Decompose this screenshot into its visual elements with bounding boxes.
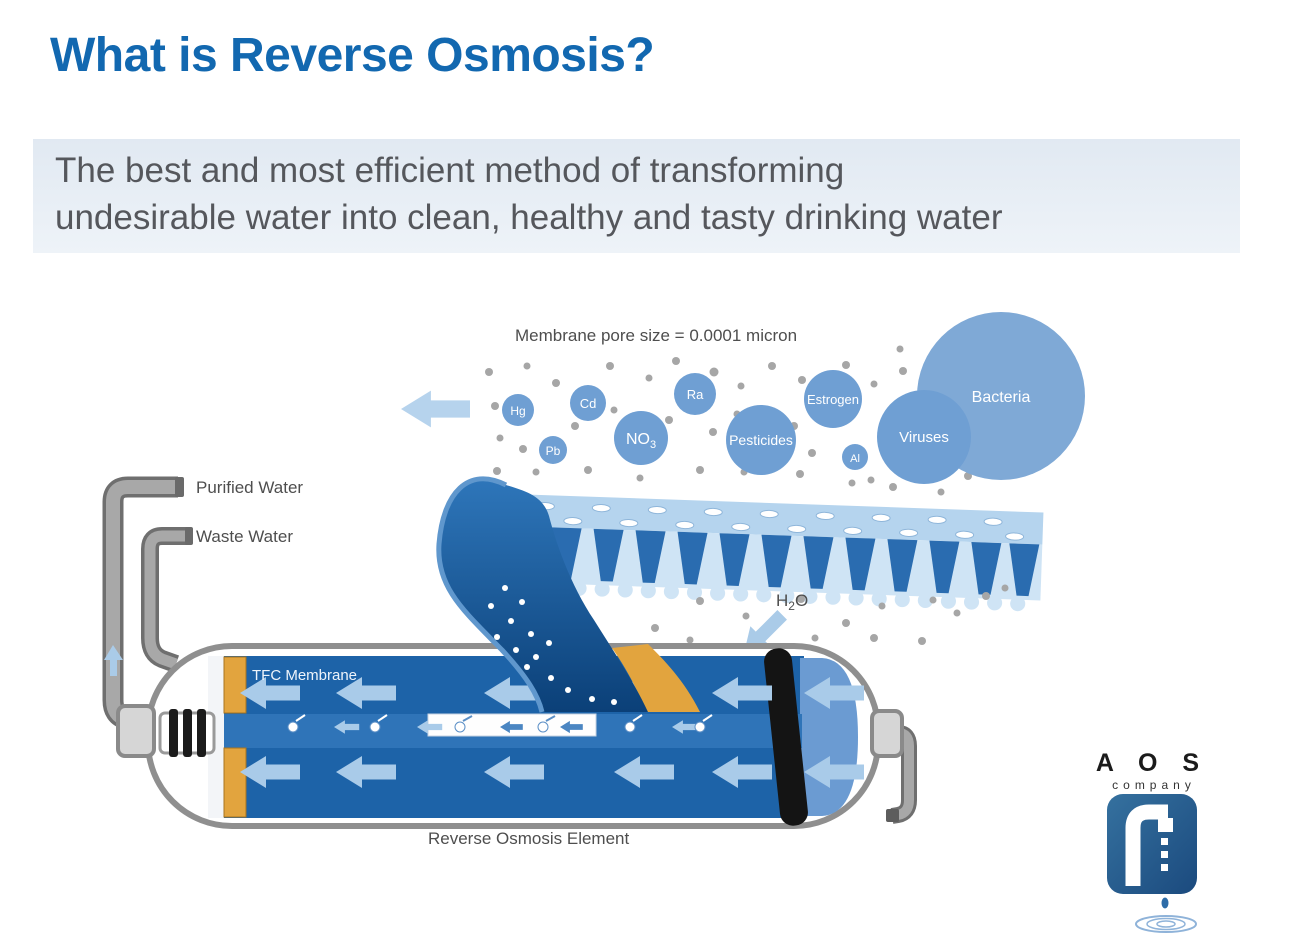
contaminant-cd: Cd	[570, 385, 606, 421]
svg-text:Cd: Cd	[580, 396, 597, 411]
subtitle-banner: The best and most efficient method of tr…	[33, 139, 1240, 253]
particle-dots-below	[651, 584, 1009, 645]
water-drop-icon	[1161, 897, 1169, 909]
contaminant-hg: Hg	[502, 394, 534, 426]
svg-text:Hg: Hg	[510, 404, 525, 418]
wave-highlight	[436, 476, 545, 713]
subtitle-line-2: undesirable water into clean, healthy an…	[55, 197, 1003, 237]
svg-text:Pb: Pb	[546, 444, 561, 458]
svg-text:Ra: Ra	[687, 387, 704, 402]
svg-text:Al: Al	[850, 453, 860, 465]
membrane-roll-edge	[612, 644, 700, 712]
pipe-up-arrow-icon	[104, 645, 123, 676]
tfc-membrane-label: TFC Membrane	[252, 667, 357, 684]
contaminant-estrogen: Estrogen	[804, 370, 862, 428]
glue-line-bottom	[223, 747, 247, 818]
glue-line-top	[223, 656, 247, 714]
svg-text:Estrogen: Estrogen	[807, 392, 859, 407]
shell-left-port	[116, 704, 156, 758]
contaminant-pesticides: Pesticides	[726, 405, 796, 475]
contaminant-bubbles: Bacteria Viruses Hg Cd Ra Estrogen	[502, 312, 1085, 484]
svg-text:Bacteria: Bacteria	[972, 389, 1031, 406]
purified-water-label: Purified Water	[196, 478, 303, 497]
waste-water-pipe	[144, 530, 188, 670]
flow-left-arrow-icon	[401, 390, 470, 428]
h2o-label: H2O	[776, 591, 808, 613]
logo-name: A O S	[1096, 749, 1208, 777]
wave-bubbles	[488, 585, 617, 705]
contaminant-viruses: Viruses	[877, 390, 971, 484]
end-fitting	[158, 709, 216, 757]
ripples-icon	[1135, 915, 1197, 933]
svg-text:Viruses: Viruses	[899, 429, 949, 446]
water-molecules	[287, 714, 713, 733]
svg-text:NO3: NO3	[626, 431, 656, 451]
membrane-pore-caption: Membrane pore size = 0.0001 micron	[515, 326, 797, 345]
aos-logo: A O S company	[1096, 749, 1208, 933]
faucet-icon	[1125, 804, 1173, 886]
page-title: What is Reverse Osmosis?	[50, 29, 655, 82]
contaminant-ra: Ra	[674, 373, 716, 415]
waste-water-label: Waste Water	[196, 527, 293, 546]
contaminant-no3: NO3	[614, 411, 668, 465]
subtitle-line-1: The best and most efficient method of tr…	[55, 151, 845, 190]
brine-seal	[764, 648, 808, 826]
shell-right-port	[870, 709, 904, 758]
svg-text:Pesticides: Pesticides	[729, 432, 793, 448]
reverse-osmosis-diagram: Membrane pore size = 0.0001 micron Bacte…	[102, 312, 1208, 933]
contaminant-pb: Pb	[539, 436, 567, 464]
logo-subname: company	[1112, 778, 1196, 792]
feed-water-wave	[438, 478, 648, 712]
contaminant-al: Al	[842, 444, 868, 470]
element-label: Reverse Osmosis Element	[428, 829, 630, 848]
